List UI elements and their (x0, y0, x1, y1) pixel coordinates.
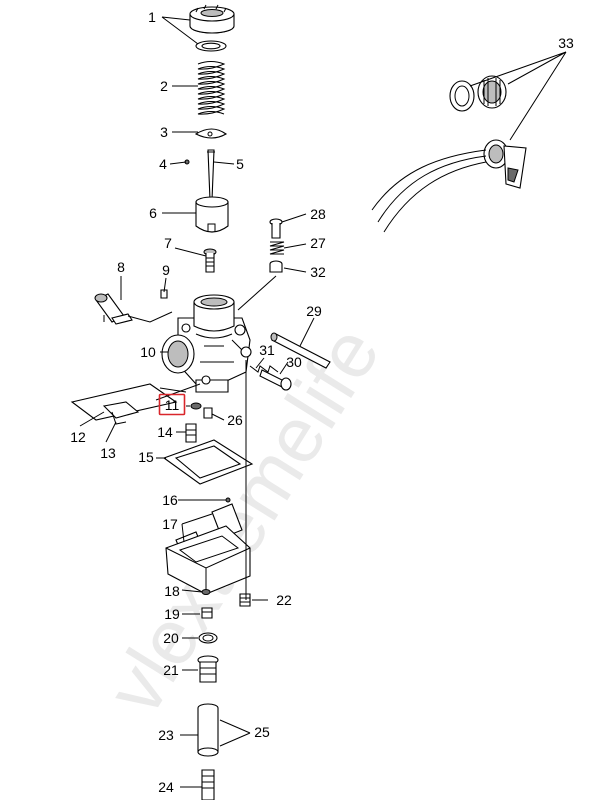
callout-32: 32 (310, 264, 326, 280)
callout-21: 21 (163, 662, 179, 678)
callout-5: 5 (236, 156, 244, 172)
part-5-needle (207, 149, 215, 201)
callout-26: 26 (227, 412, 243, 428)
callout-2: 2 (160, 78, 168, 94)
callout-20: 20 (163, 630, 179, 646)
callout-8: 8 (117, 259, 125, 275)
part-2-spring (197, 61, 226, 115)
part-31-spring (249, 365, 279, 373)
part-27-spring (269, 241, 285, 255)
part-9-pin (160, 289, 168, 299)
callout-30: 30 (286, 354, 302, 370)
part-10-carb-body (161, 294, 252, 393)
callout-28: 28 (310, 206, 326, 222)
part-26-screw (203, 407, 213, 419)
part-14-jet-holder (185, 423, 197, 443)
callout-9: 9 (162, 262, 170, 278)
part-11-oring (190, 402, 202, 410)
callout-13: 13 (100, 445, 116, 461)
callout-19: 19 (164, 606, 180, 622)
part-32-bushing (269, 260, 283, 273)
callout-3: 3 (160, 124, 168, 140)
callout-31: 31 (259, 342, 275, 358)
part-29-rod (270, 332, 331, 369)
callout-29: 29 (306, 303, 322, 319)
part-28-screw (269, 218, 283, 239)
callout-27: 27 (310, 235, 326, 251)
part-6-slide (195, 196, 229, 233)
part-1-cap (189, 4, 235, 34)
part-21-drain-plug (197, 655, 219, 683)
callout-16: 16 (162, 492, 178, 508)
callout-11-highlight (158, 393, 186, 416)
callout-25: 25 (254, 724, 270, 740)
callout-18: 18 (164, 583, 180, 599)
part-19-screw (201, 607, 213, 619)
callout-labels: 1 2 3 4 5 6 7 8 9 10 11 12 13 14 15 16 1… (70, 9, 574, 795)
part-24-fitting (201, 769, 215, 801)
part-13-bracket (102, 401, 140, 425)
callout-17: 17 (162, 516, 178, 532)
callout-11: 11 (165, 397, 180, 413)
callout-10: 10 (140, 344, 156, 360)
callout-24: 24 (158, 779, 174, 795)
part-1-seal (195, 40, 227, 52)
callout-6: 6 (149, 205, 157, 221)
callout-14: 14 (157, 424, 173, 440)
part-float-bowl (165, 525, 251, 595)
part-16-pin (225, 497, 231, 503)
part-33-throttle-assembly (371, 75, 527, 233)
callout-23: 23 (158, 727, 174, 743)
callout-1: 1 (148, 9, 156, 25)
part-22-screw (239, 593, 251, 607)
callout-22: 22 (276, 592, 292, 608)
callout-4: 4 (159, 156, 167, 172)
callout-15: 15 (138, 449, 154, 465)
callout-12: 12 (70, 429, 86, 445)
part-7-screw (203, 248, 217, 273)
part-23-sleeve (197, 703, 219, 757)
part-3-plate (194, 128, 228, 139)
part-15-gasket (162, 439, 254, 485)
leader-lines (79, 16, 567, 788)
part-20-oring (198, 632, 218, 644)
carburetor-parts (70, 4, 527, 801)
part-8-choke-plunger (94, 293, 133, 325)
callout-7: 7 (164, 235, 172, 251)
callout-33: 33 (558, 35, 574, 51)
part-30-idle-screw (259, 369, 292, 391)
part-18-washer (201, 589, 211, 595)
